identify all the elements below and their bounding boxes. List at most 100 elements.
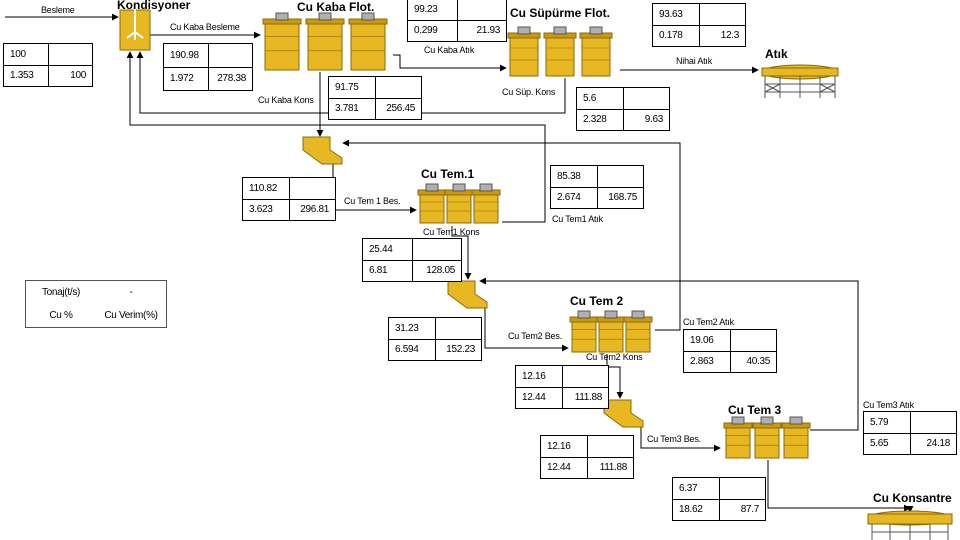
line-cl2-feed [484, 308, 569, 352]
stream-blank-cell [729, 330, 777, 351]
scavenger-cell-bank-icon [507, 26, 613, 77]
label-cu-kaba-besleme: Cu Kaba Besleme [170, 22, 240, 32]
label-cu-sup-kons: Cu Süp. Kons [502, 87, 556, 97]
stream-tonnage: 93.63 [659, 9, 683, 20]
title-cu-tem1: Cu Tem.1 [421, 167, 475, 181]
stream-box-rougher-conc: 91.75 3.781 256.45 [328, 76, 422, 120]
legend-tonaj: Tonaj(t/s) [41, 287, 81, 298]
label-cu-kaba-kons: Cu Kaba Kons [258, 95, 314, 105]
stream-tonnage: 100 [10, 49, 26, 60]
stream-recovery: 87.7 [718, 499, 766, 520]
stream-blank-cell [207, 44, 253, 67]
stream-recovery: 168.75 [596, 187, 644, 208]
concentrate-thickener-icon [867, 510, 953, 540]
stream-cu-pct: 2.328 [583, 114, 607, 125]
label-cu-tem2-kons: Cu Tem2 Kons [586, 352, 643, 362]
stream-blank-cell [374, 77, 422, 98]
legend-cu-pct: Cu % [49, 310, 73, 321]
title-kondisyoner: Kondisyoner [117, 0, 191, 12]
stream-recovery: 278.38 [207, 67, 253, 90]
stream-cu-pct: 3.623 [249, 204, 273, 215]
stream-cu-pct: 0.178 [659, 30, 683, 41]
stream-recovery: 152.23 [434, 339, 482, 360]
stream-recovery: 111.88 [586, 457, 634, 478]
stream-recovery: 111.88 [561, 387, 609, 408]
stream-blank-cell [596, 166, 644, 187]
stream-tonnage: 25.44 [369, 244, 393, 255]
stream-blank-cell [586, 436, 634, 457]
stream-blank-cell [411, 239, 462, 260]
label-cu-tem1-atik: Cu Tem1 Atık [552, 214, 603, 224]
line-cl1-conc [451, 226, 472, 280]
rougher-cell-bank-icon [262, 12, 388, 71]
stream-box-cl2-conc: 12.16 12.44 111.88 [515, 365, 609, 409]
title-cu-supurme-flot: Cu Süpürme Flot. [510, 6, 610, 20]
stream-cu-pct: 6.81 [369, 265, 388, 276]
label-nihai-atik: Nihai Atık [676, 56, 713, 66]
legend-cu-verim: Cu Verim(%) [104, 310, 158, 321]
line-cl2-conc [606, 354, 624, 399]
pump-box-1-icon [302, 136, 343, 165]
stream-recovery: 9.63 [622, 109, 670, 130]
stream-blank-cell [622, 88, 670, 109]
stream-cu-pct: 6.594 [395, 344, 419, 355]
stream-cu-pct: 12.44 [522, 392, 546, 403]
stream-cu-pct: 12.44 [547, 462, 571, 473]
label-cu-tem2-atik: Cu Tem2 Atık [683, 317, 734, 327]
stream-box-rougher-feed: 190.98 1.972 278.38 [163, 43, 253, 91]
stream-box-cl1-tail: 85.38 2.674 168.75 [550, 165, 644, 209]
title-cu-tem2: Cu Tem 2 [570, 294, 624, 308]
title-cu-konsantre: Cu Konsantre [873, 491, 952, 505]
stream-tonnage: 31.23 [395, 323, 419, 334]
stream-cu-pct: 3.781 [335, 103, 359, 114]
stream-recovery: 24.18 [909, 433, 957, 454]
label-cu-kaba-atik: Cu Kaba Atık [424, 45, 475, 55]
stream-tonnage: 5.6 [583, 93, 597, 104]
stream-recovery: 128.05 [411, 260, 462, 281]
stream-tonnage: 12.16 [522, 371, 546, 382]
stream-blank-cell [47, 44, 93, 65]
stream-cu-pct: 0.299 [414, 25, 438, 36]
stream-cu-pct: 18.62 [679, 504, 703, 515]
stream-box-cl3-feed: 12.16 12.44 111.88 [540, 435, 634, 479]
stream-tonnage: 85.38 [557, 171, 581, 182]
label-cu-tem2-bes: Cu Tem2 Bes. [508, 331, 562, 341]
stream-tonnage: 6.37 [679, 483, 698, 494]
stream-cu-pct: 1.972 [170, 73, 194, 84]
pump-box-3-icon [603, 399, 644, 428]
conditioner-tank-icon [119, 8, 151, 51]
label-cu-tem1-bes: Cu Tem 1 Bes. [344, 196, 401, 206]
line-cl3-feed [640, 425, 721, 452]
label-besleme: Besleme [41, 5, 75, 15]
stream-cu-pct: 2.863 [690, 356, 714, 367]
stream-blank-cell [561, 366, 609, 387]
stream-blank-cell [434, 318, 482, 339]
stream-recovery: 256.45 [374, 98, 422, 119]
stream-tonnage: 12.16 [547, 441, 571, 452]
stream-box-cl1-conc: 25.44 6.81 128.05 [362, 238, 462, 282]
stream-recovery: 40.35 [729, 351, 777, 372]
cleaner2-cell-bank-icon [569, 310, 653, 353]
legend-box: Tonaj(t/s) - Cu % Cu Verim(%) [25, 280, 167, 328]
line-rougher-tail [393, 54, 507, 72]
stream-tonnage: 190.98 [170, 50, 199, 61]
pump-box-2-icon [447, 280, 488, 309]
tailings-thickener-icon [761, 64, 839, 98]
stream-recovery: 21.93 [456, 20, 507, 41]
stream-tonnage: 110.82 [249, 183, 278, 194]
legend-dash: - [129, 287, 133, 298]
stream-tonnage: 91.75 [335, 82, 359, 93]
stream-recovery: 296.81 [288, 199, 336, 220]
stream-recovery: 100 [47, 65, 93, 86]
stream-box-cl1-feed: 110.82 3.623 296.81 [242, 177, 336, 221]
stream-box-scav-conc: 5.6 2.328 9.63 [576, 87, 670, 131]
title-cu-tem3: Cu Tem 3 [728, 403, 782, 417]
label-cu-tem3-atik: Cu Tem3 Atık [863, 400, 914, 410]
stream-cu-pct: 2.674 [557, 192, 581, 203]
stream-blank-cell [456, 0, 507, 20]
stream-tonnage: 5.79 [870, 417, 889, 428]
